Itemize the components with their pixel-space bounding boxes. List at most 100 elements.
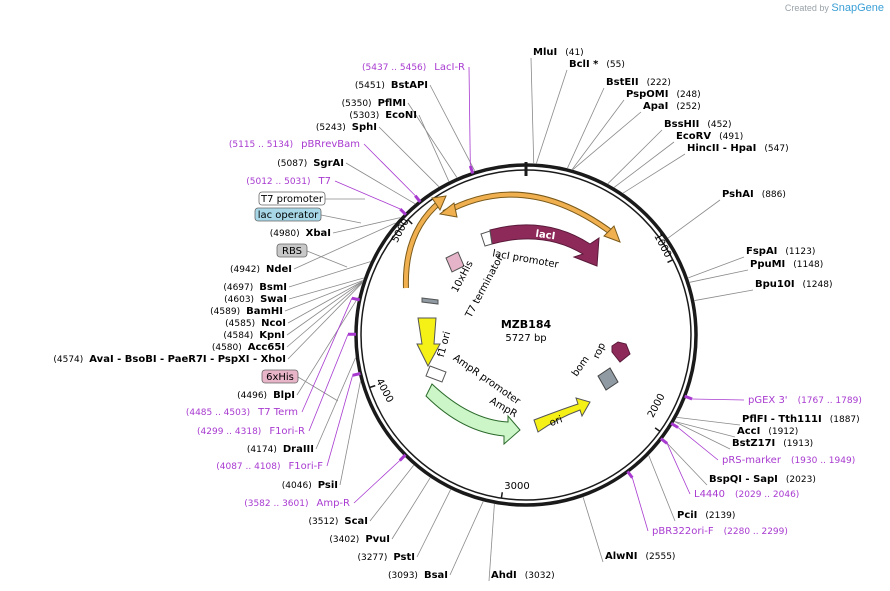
enzyme-name: PflMI	[378, 98, 406, 109]
site-leader	[613, 141, 675, 188]
primer-leader	[308, 334, 349, 432]
tick-mark-5	[407, 219, 413, 225]
primer-range: (5012 .. 5031)	[246, 177, 310, 187]
site-label-bcli: BclI * (55)	[569, 59, 625, 70]
site-leader	[535, 69, 568, 164]
site-leader	[571, 99, 625, 170]
site-leader	[332, 217, 401, 234]
site-position: (4574)	[53, 355, 83, 365]
site-leader	[674, 421, 731, 450]
site-label-psti: (3277)PstI	[357, 552, 415, 563]
plasmid-name: MZB184	[501, 318, 552, 331]
enzyme-name: KpnI	[259, 330, 285, 341]
feature-ori	[533, 397, 591, 433]
primer-label-amp-r: (3582 .. 3601)Amp-R	[244, 498, 350, 509]
site-position: (491)	[719, 132, 743, 142]
site-position: (5303)	[349, 111, 379, 121]
boxed-label-rbs: RBS	[276, 243, 308, 258]
site-label-bpu10i: Bpu10I(1248)	[755, 279, 832, 290]
site-position: (5451)	[355, 81, 385, 91]
site-label-psii: (4046)PsiI	[282, 480, 338, 491]
site-label-ecorv: EcoRV(491)	[676, 131, 743, 142]
primer-range: (3582 .. 3601)	[244, 499, 308, 509]
enzyme-name: PstI	[393, 552, 415, 563]
site-position: (4584)	[223, 331, 253, 341]
primer-label-pbrrevbam: (5115 .. 5134)pBRrevBam	[229, 139, 360, 150]
site-label-fspai: FspAI(1123)	[746, 246, 815, 257]
site-label-pflfi-tth111i: PflFI - Tth111I(1887)	[742, 414, 860, 425]
site-leader	[287, 282, 363, 360]
enzyme-name: BsaI	[424, 570, 448, 581]
site-position: (4580)	[212, 343, 242, 353]
site-label-sgrai: (5087) SgrAI	[277, 158, 344, 169]
site-position: (252)	[676, 102, 700, 112]
feature-label-AmpR-promoter: AmpR promoter	[451, 353, 523, 408]
enzyme-name: BstAPI	[391, 80, 428, 91]
annotation-labels: MluI(41)BclI *(55)BstEII(222)PspOMI(248)…	[53, 47, 861, 581]
brand-name: SnapGene	[831, 2, 884, 14]
primer-label-l4440: L4440(2029 .. 2046)	[694, 489, 799, 500]
tick-label-2000: 2000	[646, 392, 668, 420]
primer-mark	[626, 470, 634, 479]
enzyme-name: SgrAI	[313, 158, 344, 169]
site-leader	[339, 381, 361, 486]
primer-label-t7: (5012 .. 5031)T7	[246, 176, 331, 187]
enzyme-name: ApaI	[643, 101, 668, 112]
enzyme-name: XbaI	[306, 228, 331, 239]
feature-rop	[611, 341, 631, 363]
site-label-sphi: (5243)SphI	[316, 122, 377, 133]
primer-leader	[468, 66, 471, 166]
enzyme-name: BstEII	[606, 77, 639, 88]
enzyme-name: PpuMI	[750, 259, 785, 270]
enzyme-name: BclI *	[569, 59, 599, 70]
primer-name: pBR322ori-F	[652, 526, 714, 537]
plasmid-length: 5727 bp	[505, 333, 546, 344]
site-leader	[689, 269, 749, 283]
site-leader	[286, 281, 363, 336]
site-position: (886)	[762, 190, 786, 200]
primer-mark	[659, 437, 669, 445]
site-position: (55)	[606, 60, 624, 70]
site-position: (1148)	[793, 260, 823, 270]
site-leader	[288, 261, 371, 288]
snapgene-watermark: Created by SnapGene	[785, 2, 884, 14]
tick-label-4000: 4000	[373, 377, 395, 405]
site-position: (5087)	[277, 159, 307, 169]
enzyme-name: SwaI	[260, 294, 287, 305]
primer-mark	[398, 453, 407, 462]
enzyme-name: BlpI	[273, 390, 295, 401]
site-leader	[407, 102, 458, 178]
site-leader	[567, 87, 605, 169]
site-leader	[418, 114, 450, 182]
site-position: (4174)	[247, 445, 277, 455]
enzyme-name: PciI	[677, 510, 697, 521]
box-bg	[254, 207, 322, 222]
feature-label-f1-ori: f1 ori	[436, 330, 453, 358]
site-leader	[648, 455, 676, 522]
primer-mark	[414, 194, 422, 203]
enzyme-name: NcoI	[261, 318, 286, 329]
tick-mark-4	[369, 384, 376, 389]
site-position: (1123)	[785, 247, 815, 257]
primer-name: pBRrevBam	[301, 139, 360, 150]
site-leader	[369, 465, 415, 522]
feature-bom	[597, 367, 619, 391]
feature-label-lacI: lacI	[535, 229, 556, 243]
feature-lacI-promoter	[480, 230, 493, 247]
site-position: (4603)	[224, 295, 254, 305]
site-label-swai: (4603) SwaI	[224, 294, 287, 305]
site-label-bstz17i: BstZ17I(1913)	[732, 438, 813, 449]
site-position: (2023)	[786, 475, 816, 485]
box-text: RBS	[282, 246, 302, 257]
enzyme-name: EcoNI	[385, 110, 417, 121]
primer-mark	[684, 394, 693, 401]
enzyme-name: ScaI	[344, 516, 368, 527]
site-leader	[293, 222, 396, 270]
site-leader	[488, 504, 495, 582]
primer-leader	[631, 477, 649, 532]
site-position: (1913)	[783, 439, 813, 449]
site-position: (4697)	[223, 283, 253, 293]
site-label-ncoi: (4585)NcoI	[225, 318, 286, 329]
site-label-bspqi-sapi: BspQI - SapI(2023)	[709, 474, 816, 485]
